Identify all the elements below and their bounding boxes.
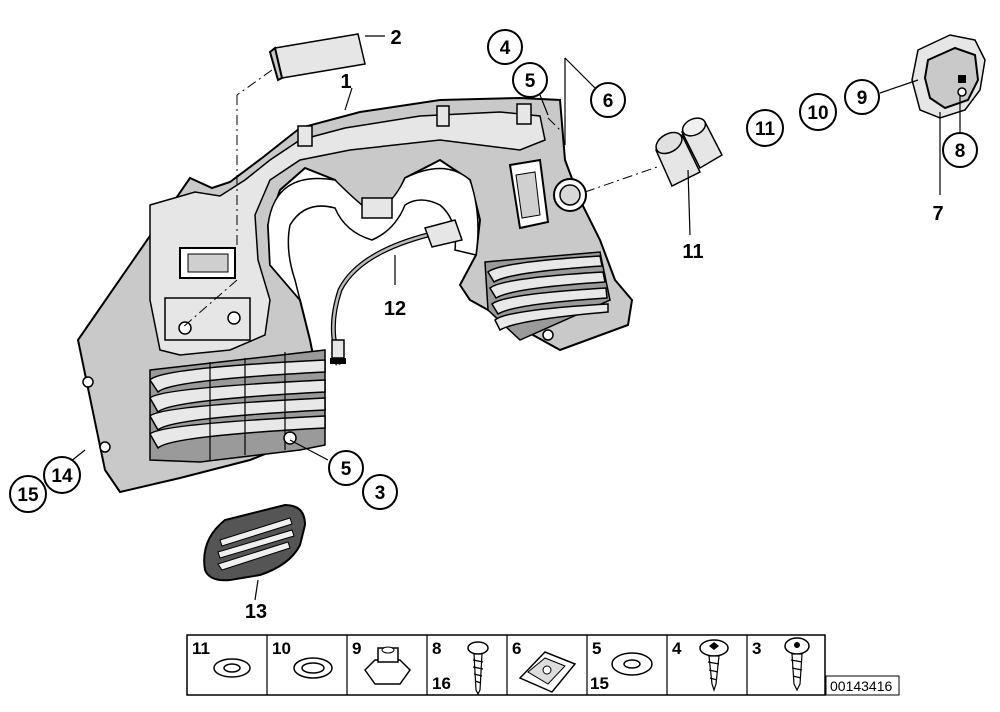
- callout-13: 12: [384, 298, 406, 320]
- callout-11: 11: [755, 119, 776, 140]
- legend-label-9: 9: [352, 639, 361, 658]
- legend-label-3: 3: [752, 639, 761, 658]
- switch-part-12: [655, 117, 723, 188]
- legend-label-4: 4: [672, 639, 682, 658]
- hardware-legend: 11 10 9 8 16 6 5 15 4: [186, 634, 900, 696]
- document-id: 00143416: [830, 678, 893, 694]
- callout-1: 1: [340, 71, 351, 93]
- callout-8: 8: [955, 141, 966, 162]
- callout-2: 2: [390, 27, 401, 49]
- legend-sub-15: 15: [590, 674, 609, 693]
- clip-part-2: [268, 33, 366, 82]
- callout-3: 3: [375, 483, 386, 504]
- legend-label-8: 8: [432, 639, 441, 658]
- callout-16: 15: [17, 485, 39, 506]
- callout-5-top: 5: [525, 71, 536, 92]
- legend-label-6: 6: [512, 639, 521, 658]
- cable-part-13: [330, 219, 463, 366]
- legend-label-10: 10: [272, 639, 291, 658]
- callout-5-bottom: 5: [341, 459, 352, 480]
- leader-lines: [69, 35, 961, 601]
- knob-part-9: [911, 34, 986, 119]
- callout-7: 7: [932, 203, 943, 225]
- callout-15: 14: [51, 466, 73, 487]
- callout-labels: 1 2 7 11 12 13 4 5 6 11 10 9 8 5 3 14 15: [9, 27, 978, 623]
- legend-label-11: 11: [192, 639, 210, 658]
- legend-label-5: 5: [592, 639, 601, 658]
- callout-14: 13: [245, 601, 267, 623]
- callout-10: 10: [807, 103, 828, 124]
- callout-6: 6: [603, 91, 614, 112]
- legend-sub-16: 16: [432, 674, 451, 693]
- vent-part-14: [203, 503, 307, 582]
- callout-9: 9: [857, 88, 868, 109]
- callout-12: 11: [682, 241, 703, 263]
- callout-4: 4: [500, 38, 511, 59]
- trim-panel: [76, 96, 634, 494]
